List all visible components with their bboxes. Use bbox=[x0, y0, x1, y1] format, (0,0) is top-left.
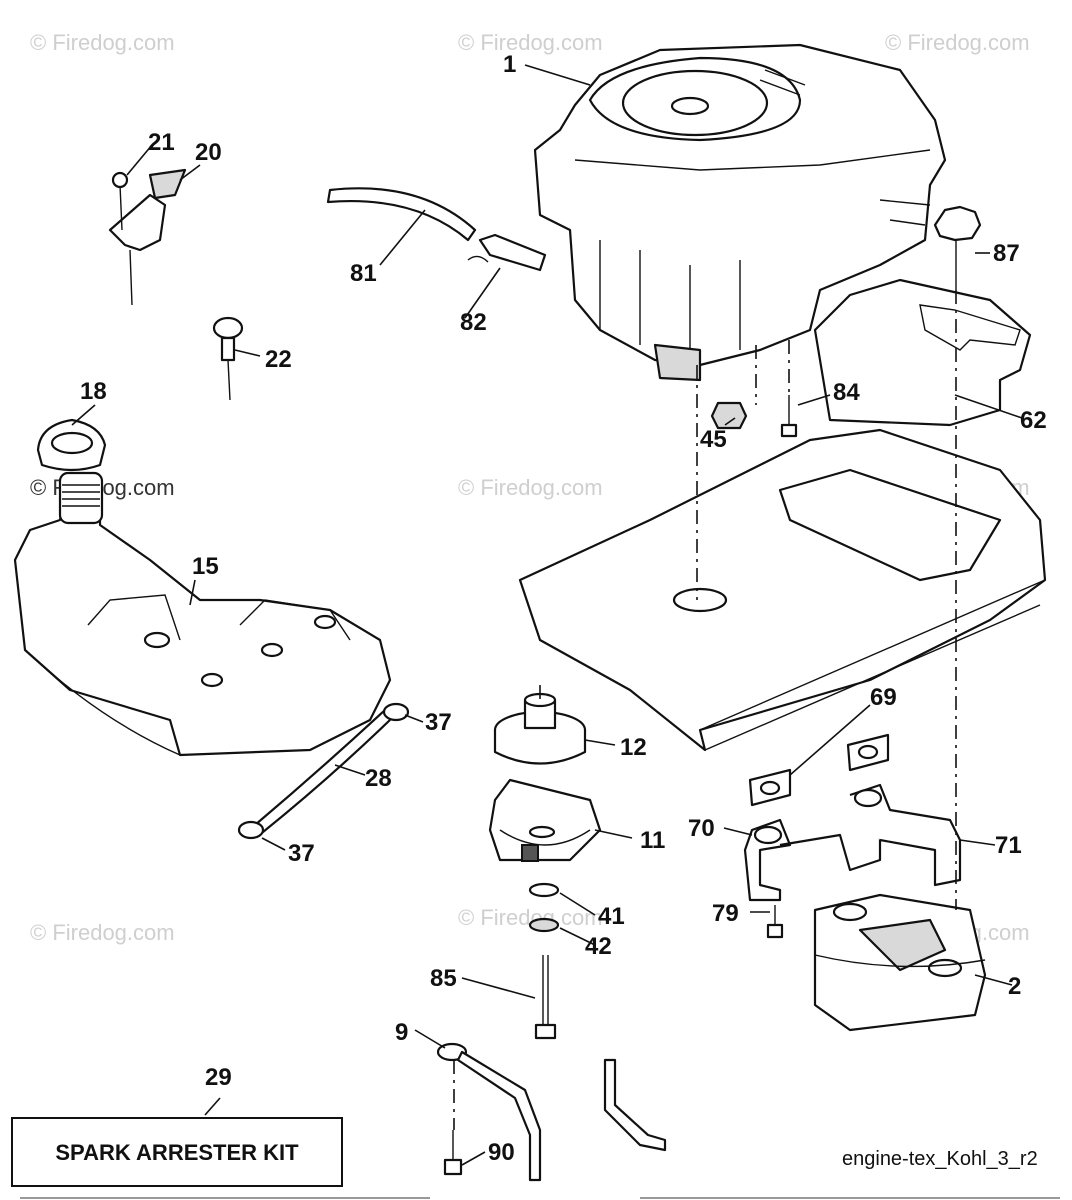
callout-11: 11 bbox=[640, 827, 665, 854]
watermark-text: © Firedog.com bbox=[30, 920, 175, 945]
callout-29: 29 bbox=[205, 1064, 232, 1091]
callout-82: 82 bbox=[460, 309, 487, 336]
leader-lines bbox=[71, 64, 1023, 1166]
watermark-text: © Firedog.com bbox=[885, 30, 1030, 55]
callout-28: 28 bbox=[365, 765, 392, 792]
callout-37: 37 bbox=[288, 840, 315, 867]
callout-79: 79 bbox=[712, 900, 739, 927]
fuel-line-part[interactable] bbox=[326, 187, 477, 242]
callout-42: 42 bbox=[585, 933, 612, 960]
callout-90: 90 bbox=[488, 1139, 515, 1166]
control-rod-part[interactable] bbox=[436, 1042, 667, 1182]
hose-clamp-part[interactable] bbox=[382, 702, 410, 722]
callouts: 1 2 9 11 12 15 18 20 21 22 28 29 37 37 4… bbox=[80, 51, 1047, 1166]
pulley-part[interactable] bbox=[493, 692, 587, 765]
knob-part[interactable] bbox=[933, 205, 982, 290]
watermark-text: © Firedog.com bbox=[458, 30, 603, 55]
hose-clamp-part[interactable] bbox=[237, 820, 265, 840]
exhaust-gasket-part[interactable] bbox=[748, 768, 792, 807]
callout-71: 71 bbox=[995, 832, 1022, 859]
callout-70: 70 bbox=[688, 815, 715, 842]
callout-62: 62 bbox=[1020, 407, 1047, 434]
watermark-text: © Firedog.com bbox=[30, 30, 175, 55]
washer-part[interactable] bbox=[528, 917, 560, 933]
washer-part[interactable] bbox=[528, 882, 560, 898]
callout-45: 45 bbox=[700, 426, 727, 453]
kit-label: SPARK ARRESTER KIT bbox=[55, 1140, 299, 1165]
callout-18: 18 bbox=[80, 378, 107, 405]
bolt-part[interactable] bbox=[780, 395, 798, 438]
callout-20: 20 bbox=[195, 139, 222, 166]
callout-21: 21 bbox=[148, 129, 175, 156]
electric-clutch-part[interactable] bbox=[488, 778, 602, 862]
spark-arrester-kit-box[interactable]: SPARK ARRESTER KIT bbox=[11, 1117, 343, 1187]
fuel-cap-part[interactable] bbox=[36, 418, 107, 472]
callout-84: 84 bbox=[833, 379, 860, 406]
callout-12: 12 bbox=[620, 734, 647, 761]
callout-2: 2 bbox=[1008, 973, 1021, 1000]
fuel-filter-part[interactable] bbox=[467, 233, 547, 272]
diagram-reference-code: engine-tex_Kohl_3_r2 bbox=[842, 1148, 1038, 1170]
callout-9: 9 bbox=[395, 1019, 408, 1046]
bolt-part[interactable] bbox=[534, 955, 557, 1040]
callout-87: 87 bbox=[993, 240, 1020, 267]
throttle-control-part[interactable] bbox=[108, 168, 187, 306]
callout-41: 41 bbox=[598, 903, 625, 930]
callout-1: 1 bbox=[503, 51, 516, 78]
muffler-part[interactable] bbox=[813, 893, 987, 1032]
callout-69: 69 bbox=[870, 684, 897, 711]
choke-knob-part[interactable] bbox=[212, 316, 244, 401]
callout-15: 15 bbox=[192, 553, 219, 580]
chassis-frame-part[interactable] bbox=[518, 428, 1047, 752]
heat-shield-part[interactable] bbox=[813, 278, 1032, 427]
fuel-tank-part[interactable] bbox=[13, 471, 392, 757]
callout-81: 81 bbox=[350, 260, 377, 287]
watermark-text: © Firedog.com bbox=[458, 475, 603, 500]
nut-part[interactable] bbox=[710, 401, 748, 430]
exhaust-pipe-part[interactable] bbox=[743, 783, 962, 902]
callout-37: 37 bbox=[425, 709, 452, 736]
callout-85: 85 bbox=[430, 965, 457, 992]
assembly-centerlines bbox=[453, 290, 957, 1130]
exhaust-gasket-part[interactable] bbox=[846, 733, 890, 772]
engine-part[interactable] bbox=[533, 43, 947, 382]
bolt-part[interactable] bbox=[443, 1130, 463, 1176]
bolt-part[interactable] bbox=[766, 905, 784, 939]
callout-22: 22 bbox=[265, 346, 292, 373]
